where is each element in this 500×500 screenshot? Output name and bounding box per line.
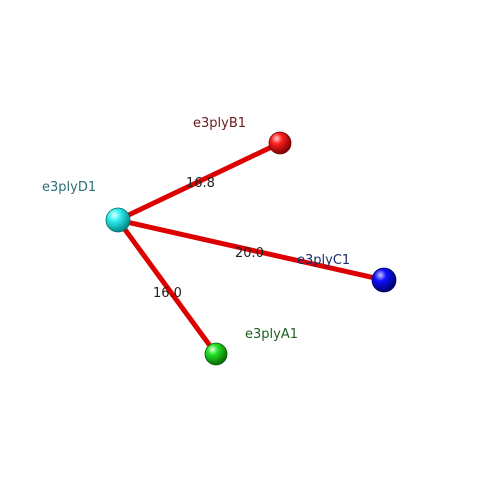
atom-c1-label: e3plyC1 — [297, 253, 350, 268]
bond-d1-b1[interactable] — [115, 140, 283, 223]
atom-c1-sphere[interactable] — [371, 267, 397, 293]
bond-d1-a1[interactable] — [115, 217, 219, 357]
bond-d1-c1[interactable] — [115, 217, 387, 283]
atom-d1-sphere[interactable] — [105, 207, 131, 233]
atom-d1-label: e3plyD1 — [42, 180, 96, 195]
distance-label-d1-a1: 16.0 — [153, 286, 182, 301]
distance-labels-group: 16.8 20.0 16.0 — [153, 176, 264, 301]
atom-labels-group: e3plyD1 e3plyB1 e3plyC1 e3plyA1 — [42, 116, 350, 342]
distance-label-d1-b1: 16.8 — [186, 176, 215, 191]
atom-a1-sphere[interactable] — [204, 342, 228, 366]
atom-b1-sphere[interactable] — [268, 131, 292, 155]
atoms-group — [105, 131, 397, 366]
atom-a1-label: e3plyA1 — [245, 327, 298, 342]
atom-b1-label: e3plyB1 — [193, 116, 246, 131]
distance-label-d1-c1: 20.0 — [235, 246, 264, 261]
bonds-group — [115, 140, 387, 357]
